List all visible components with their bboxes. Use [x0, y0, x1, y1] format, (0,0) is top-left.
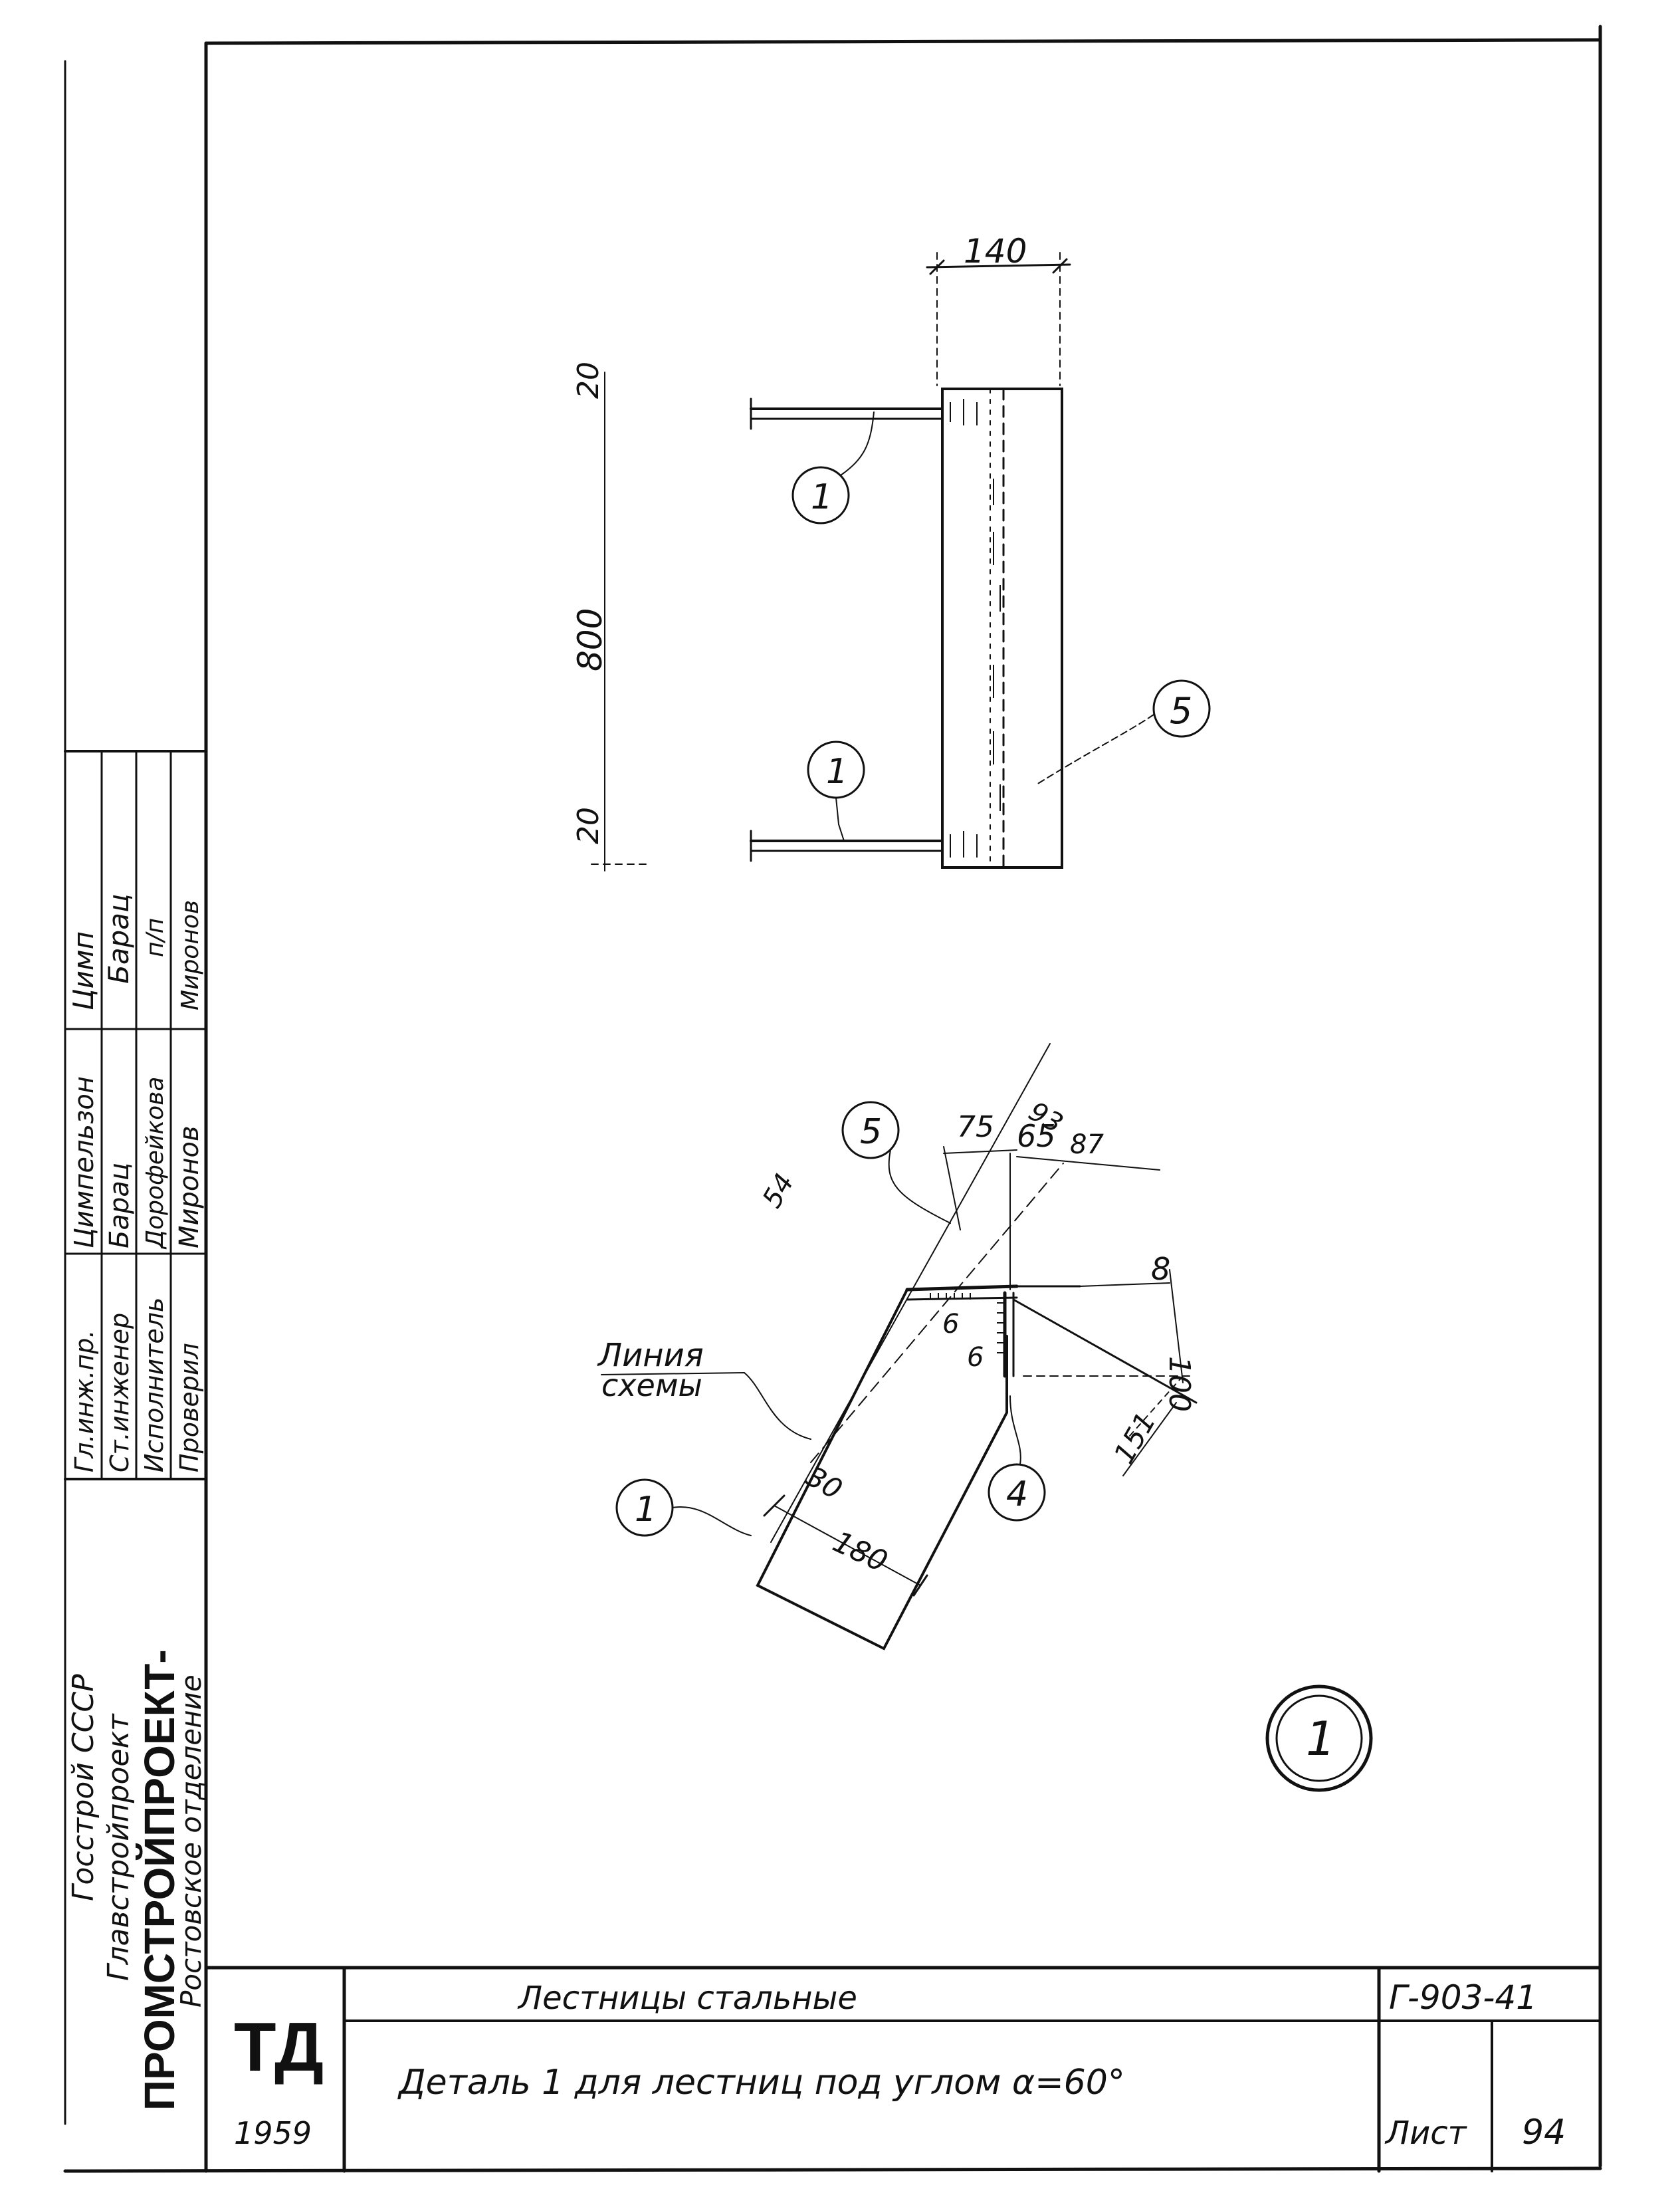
dim-100: 100: [1162, 1356, 1196, 1412]
weld-hatching: [950, 399, 1001, 858]
dim-span: 800: [571, 608, 609, 671]
sig-role-2: Исполнитель: [140, 1298, 169, 1472]
dim-87: 87: [1070, 1129, 1104, 1160]
dim-30: 30: [801, 1460, 848, 1506]
sig-name-3: Миронов: [174, 1125, 205, 1248]
callout-5: 5: [1170, 690, 1192, 732]
callout-sec-1: 1: [635, 1490, 657, 1530]
sig-role-0: Гл.инж.пр.: [70, 1330, 99, 1472]
sheet-number: 94: [1522, 2113, 1566, 2152]
sheet-frame: [63, 25, 1602, 2173]
sheet-label: Лист: [1384, 2115, 1468, 2152]
dim-180: 180: [827, 1525, 892, 1579]
drawing-subtitle: Деталь 1 для лестниц под углом α=60°: [397, 2063, 1125, 2103]
callout-sec-4: 4: [1006, 1474, 1028, 1514]
detail-number: 1: [1306, 1712, 1336, 1766]
label-schema-line2: схемы: [601, 1367, 702, 1403]
signature-0: Цимп: [67, 931, 100, 1010]
dim-151: 151: [1107, 1407, 1162, 1469]
dim-54: 54: [757, 1169, 800, 1213]
dim-top: 20: [572, 362, 605, 399]
detail-mark: 1: [1265, 1684, 1373, 1792]
td-logo: ТД: [234, 2009, 324, 2086]
signature-3: Миронов: [177, 900, 204, 1010]
sig-name-2: Дорофейкова: [142, 1077, 169, 1250]
section-view: 54 75 65 87 93 8 100 151 30 180 6 6 Лини…: [597, 1043, 1198, 1651]
signature-2: п/п: [142, 918, 169, 957]
sig-name-0: Цимпельзон: [69, 1076, 100, 1248]
org-line2: Главстройпроект: [102, 1713, 136, 1981]
org-line1: Госстрой СССР: [66, 1674, 100, 1901]
org-name: ПРОМСТРОЙПРОЕКТ-: [135, 1649, 183, 2111]
title-block: ТД 1959 Лестницы стальные Деталь 1 для л…: [204, 1966, 1602, 2173]
dim-width: 140: [964, 232, 1027, 271]
dim-65: 65: [1017, 1118, 1056, 1154]
top-view: 140 20 800 20 1 1: [571, 232, 1211, 871]
signature-block: Гл.инж.пр. Ст.инженер Исполнитель Провер…: [64, 750, 207, 2111]
dim-bottom: 20: [572, 807, 605, 844]
callout-1b: 1: [826, 752, 848, 792]
weld-6b: 6: [967, 1342, 984, 1373]
sig-name-1: Барац: [104, 1163, 135, 1248]
dim-8: 8: [1151, 1251, 1170, 1287]
sig-role-1: Ст.инженер: [105, 1313, 134, 1472]
label-schema-line1: Линия: [597, 1337, 704, 1374]
signature-1: Барац: [102, 893, 135, 984]
dim-75: 75: [957, 1110, 994, 1144]
title-year: 1959: [234, 2115, 312, 2151]
drawing-title: Лестницы стальные: [517, 1980, 857, 2017]
sig-role-3: Проверил: [175, 1343, 204, 1472]
weld-6a: 6: [942, 1309, 959, 1339]
callout-1a: 1: [811, 477, 833, 517]
drawing-code: Г-903-41: [1389, 1978, 1537, 2017]
callout-sec-5: 5: [860, 1112, 882, 1152]
org-dept: Ростовское отделение: [175, 1674, 207, 2008]
